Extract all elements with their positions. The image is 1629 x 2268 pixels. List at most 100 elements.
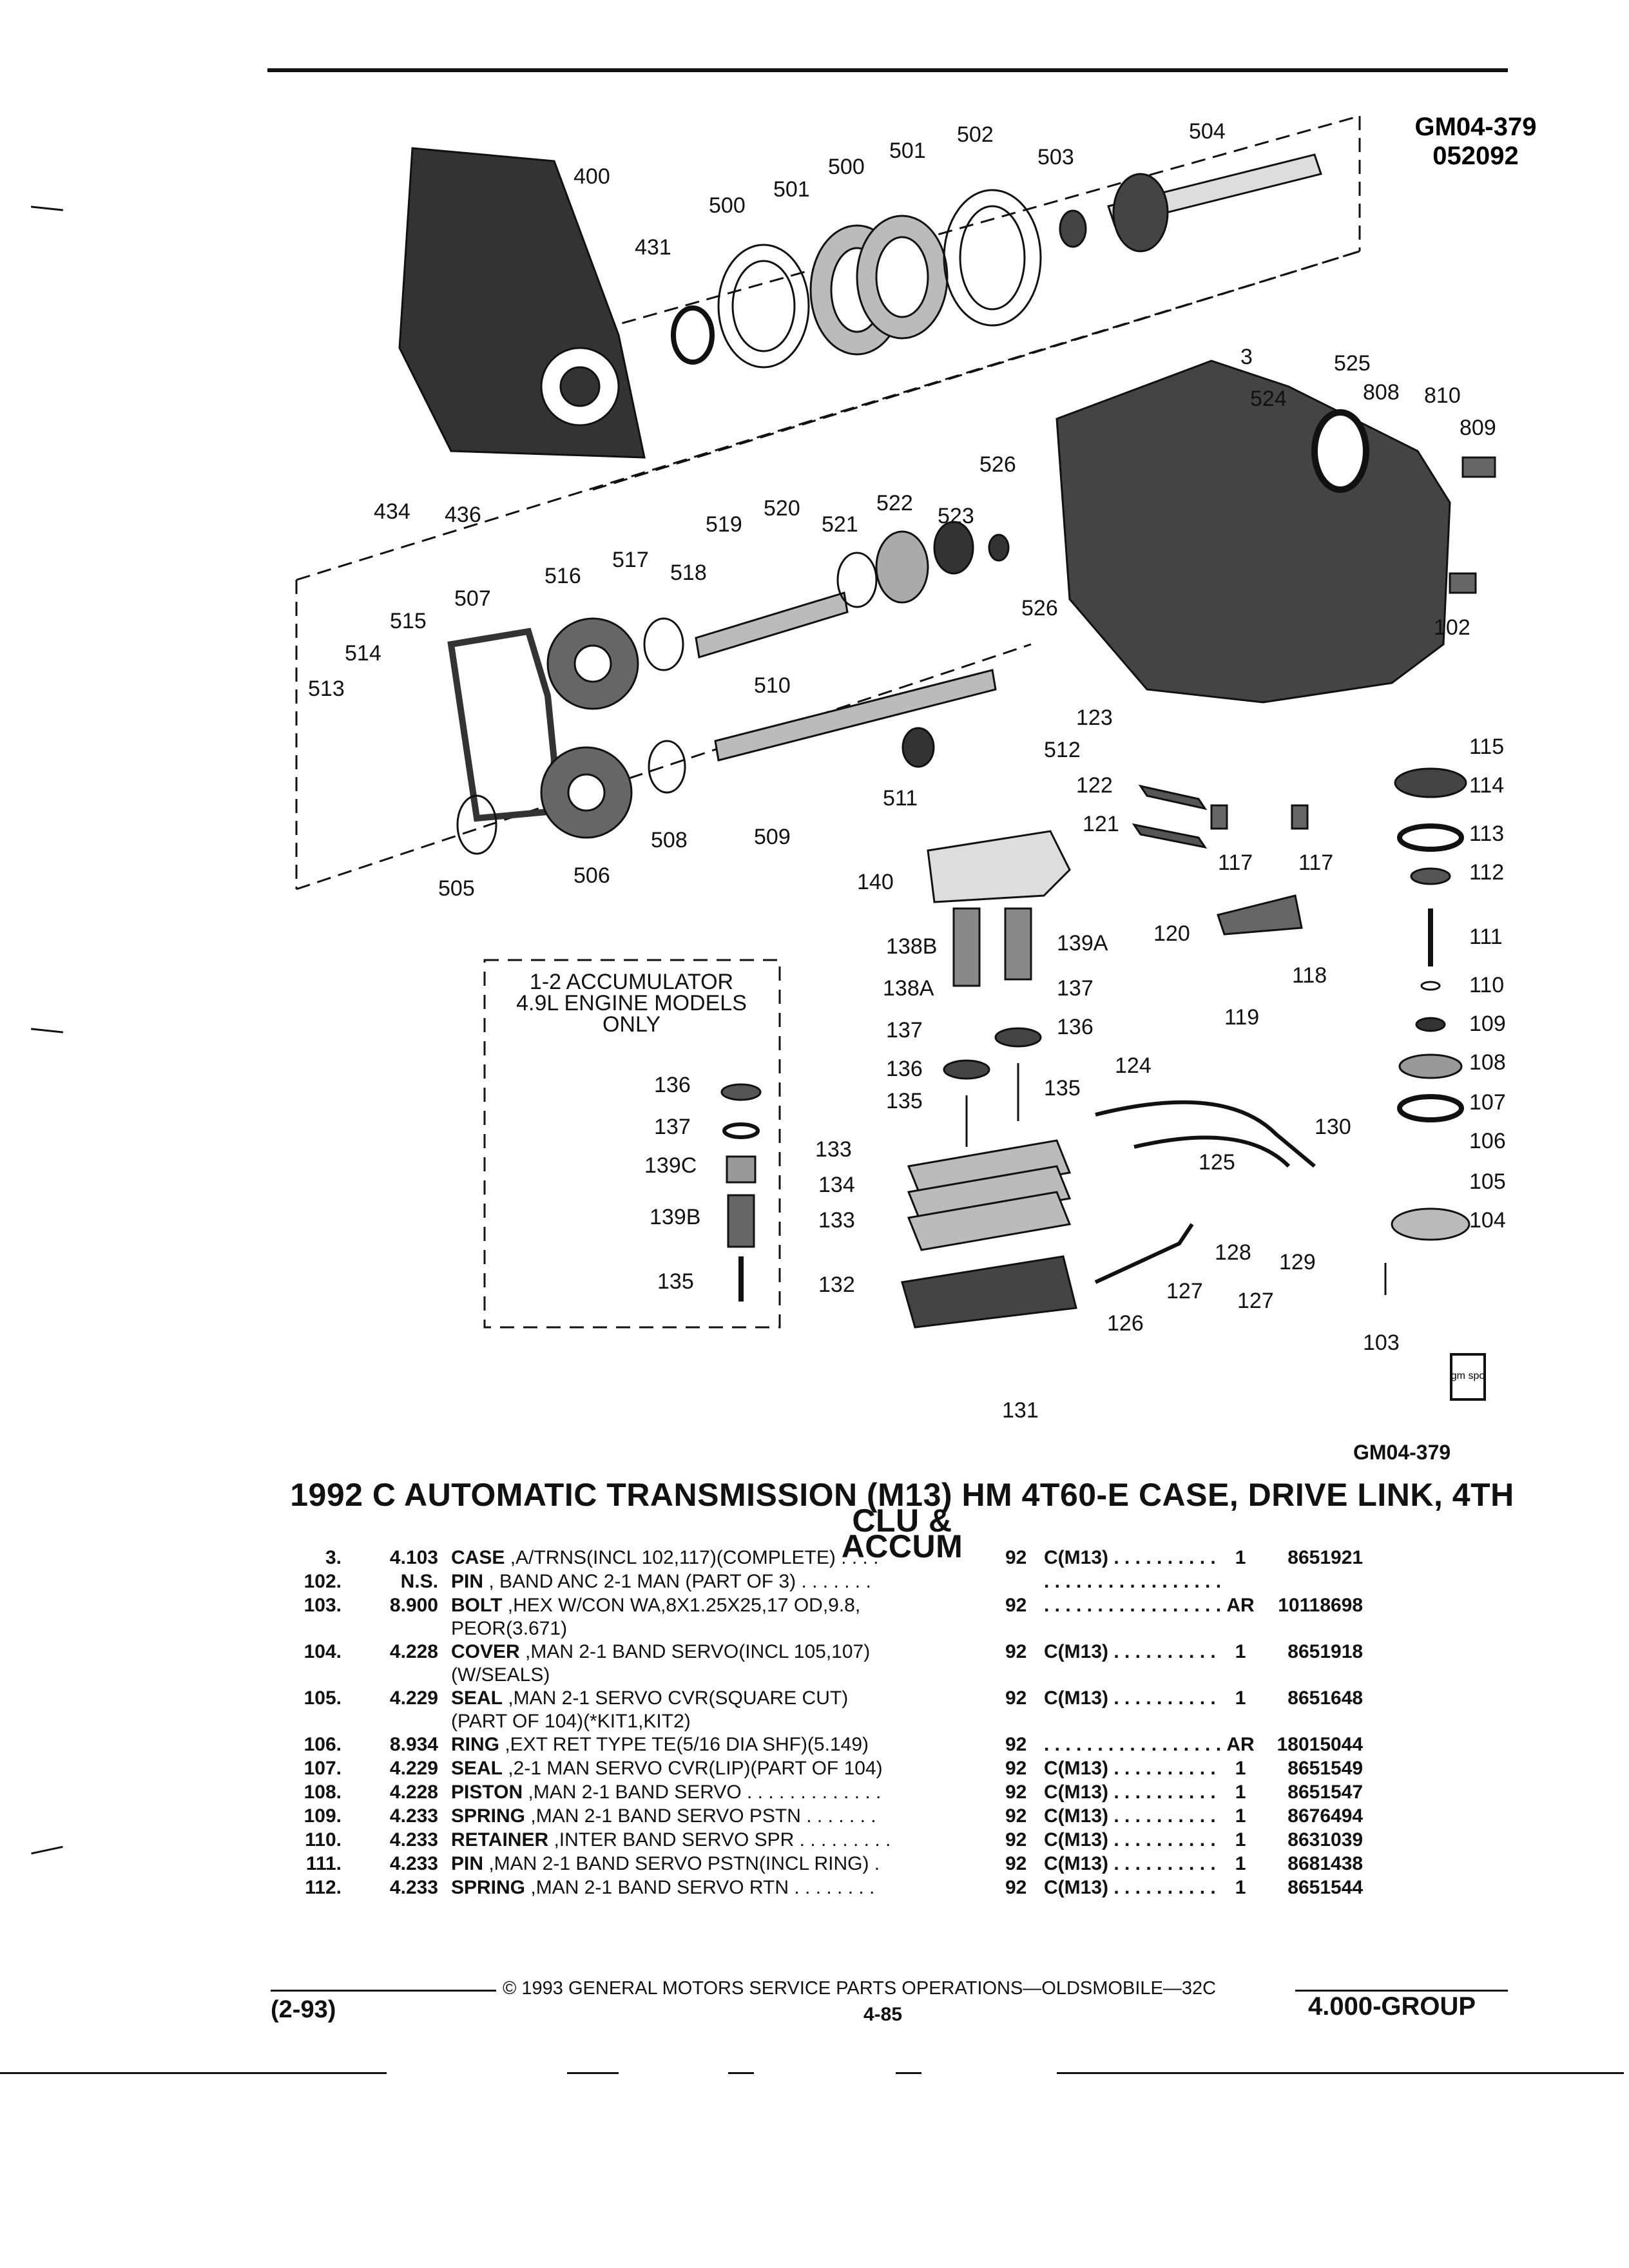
- figure-code: GM04-379: [1415, 113, 1537, 141]
- part-name: SPRING: [451, 1877, 526, 1898]
- model-code: . . . . . . . . . . . . . . . . .: [1044, 1571, 1222, 1592]
- table-row: 109. 4.233 SPRING ,MAN 2-1 BAND SERVO PSTN…: [271, 1805, 1363, 1829]
- part-description: SPRING ,MAN 2-1 BAND SERVO PSTN . . . . …: [451, 1805, 1005, 1829]
- callout-label: 503: [1037, 145, 1074, 169]
- quantity: 1: [1235, 1687, 1246, 1709]
- part-detail: ,MAN 2-1 BAND SERVO PSTN . . . . . . .: [525, 1805, 876, 1827]
- part-description: RING ,EXT RET TYPE TE(5/16 DIA SHF)(5.14…: [451, 1733, 1005, 1757]
- item-number: 110.: [305, 1829, 342, 1850]
- model-year: 92: [1005, 1641, 1027, 1662]
- table-row: 102.N.S.PIN , BAND ANC 2-1 MAN (PART OF …: [271, 1570, 1363, 1594]
- item-number: 112.: [305, 1877, 342, 1898]
- part-number: 8651544: [1287, 1877, 1364, 1898]
- part-number: 18015044: [1277, 1734, 1364, 1755]
- model-year: 92: [1005, 1877, 1027, 1898]
- callout-label: 117: [1298, 850, 1333, 875]
- model-year: 92: [1005, 1829, 1027, 1850]
- model-code: C(M13) . . . . . . . . . .: [1044, 1758, 1216, 1779]
- item-number: 105.: [304, 1687, 342, 1709]
- model-code: C(M13) . . . . . . . . . .: [1044, 1687, 1216, 1709]
- callout-label: 512: [1044, 738, 1081, 762]
- callout-label: 135: [886, 1089, 923, 1113]
- callout-label: 501: [773, 177, 810, 202]
- part-description: CASE ,A/TRNS(INCL 102,117)(COMPLETE) . .…: [451, 1546, 1005, 1570]
- part-description: SEAL ,MAN 2-1 SERVO CVR(SQUARE CUT)(PART…: [451, 1687, 1005, 1733]
- model-year: 92: [1005, 1758, 1027, 1779]
- callout-label: 132: [818, 1273, 855, 1297]
- callout-label: 103: [1363, 1331, 1400, 1355]
- part-name: RING: [451, 1734, 499, 1755]
- part-description: RETAINER ,INTER BAND SERVO SPR . . . . .…: [451, 1829, 1005, 1852]
- callout-label: 117: [1218, 850, 1253, 875]
- model-year: 92: [1005, 1734, 1027, 1755]
- item-number: 103.: [304, 1595, 342, 1616]
- callout-label: 111: [1469, 925, 1503, 949]
- callout-label: 134: [818, 1173, 855, 1197]
- callout-label: 114: [1469, 773, 1504, 798]
- callout-label: 127: [1166, 1279, 1203, 1303]
- callout-label: 513: [308, 677, 345, 701]
- callout-label: 130: [1315, 1115, 1351, 1139]
- part-name: SPRING: [451, 1805, 526, 1827]
- callout-label: 502: [957, 122, 994, 147]
- callout-label: 505: [438, 876, 475, 901]
- model-code: C(M13) . . . . . . . . . .: [1044, 1853, 1216, 1874]
- quantity: AR: [1226, 1734, 1255, 1755]
- part-number: 8651648: [1287, 1687, 1364, 1709]
- part-description: BOLT ,HEX W/CON WA,8X1.25X25,17 OD,9.8,P…: [451, 1594, 1005, 1640]
- callout-label: 135: [1044, 1076, 1081, 1100]
- callout-label: 138A: [883, 976, 934, 1001]
- part-name: RETAINER: [451, 1829, 549, 1850]
- footer-copyright: © 1993 GENERAL MOTORS SERVICE PARTS OPER…: [503, 1978, 1217, 1999]
- callout-label: 809: [1460, 416, 1496, 440]
- part-name: CASE: [451, 1547, 505, 1568]
- part-number: 8651918: [1287, 1641, 1364, 1662]
- group-number: 4.233: [389, 1805, 438, 1827]
- title-line-2: ACCUM: [841, 1528, 963, 1564]
- callout-label: 124: [1115, 1053, 1152, 1078]
- group-number: 8.934: [389, 1734, 438, 1755]
- callout-label: 431: [635, 235, 671, 260]
- quantity: 1: [1235, 1547, 1246, 1568]
- part-detail: ,MAN 2-1 BAND SERVO PSTN(INCL RING) .: [483, 1853, 880, 1874]
- part-name: SEAL: [451, 1758, 503, 1779]
- item-number: 109.: [304, 1805, 342, 1827]
- callout-label: 500: [709, 193, 746, 218]
- model-year: 92: [1005, 1782, 1027, 1803]
- callout-label: 108: [1469, 1050, 1506, 1075]
- exploded-parts-diagram: 400 500 501 500 501 502 503 504 431 434 …: [295, 113, 1537, 1423]
- figure-code-bottom: GM04-379: [1353, 1441, 1451, 1464]
- part-description: PIN , BAND ANC 2-1 MAN (PART OF 3) . . .…: [451, 1570, 1005, 1594]
- quantity: 1: [1235, 1782, 1246, 1803]
- callout-label: 436: [445, 503, 481, 527]
- footer-page-number: 4-85: [863, 2004, 903, 2025]
- model-year: 92: [1005, 1853, 1027, 1874]
- figure-date: 052092: [1432, 142, 1518, 170]
- callout-label: 120: [1153, 921, 1190, 946]
- model-year: 92: [1005, 1687, 1027, 1709]
- group-number: 4.233: [389, 1877, 438, 1898]
- callout-label: 133: [815, 1137, 852, 1162]
- callout-label: 504: [1189, 119, 1226, 144]
- part-name: COVER: [451, 1641, 520, 1662]
- item-number: 108.: [304, 1782, 342, 1803]
- part-number: 8676494: [1287, 1805, 1364, 1827]
- callout-label: 121: [1083, 812, 1119, 836]
- group-number: 4.103: [389, 1547, 438, 1568]
- model-year: [1005, 1570, 1044, 1594]
- model-code: C(M13) . . . . . . . . . .: [1044, 1829, 1216, 1850]
- callout-label: 501: [889, 139, 926, 163]
- callout-label: 135: [657, 1269, 694, 1294]
- callout-label: 521: [822, 512, 858, 537]
- callout-label: 525: [1334, 351, 1371, 376]
- part-name: PISTON: [451, 1782, 523, 1803]
- callout-label: 136: [1057, 1015, 1094, 1039]
- model-year: 92: [1005, 1595, 1027, 1616]
- top-rule: [267, 68, 1508, 72]
- callout-label: 526: [1021, 596, 1058, 620]
